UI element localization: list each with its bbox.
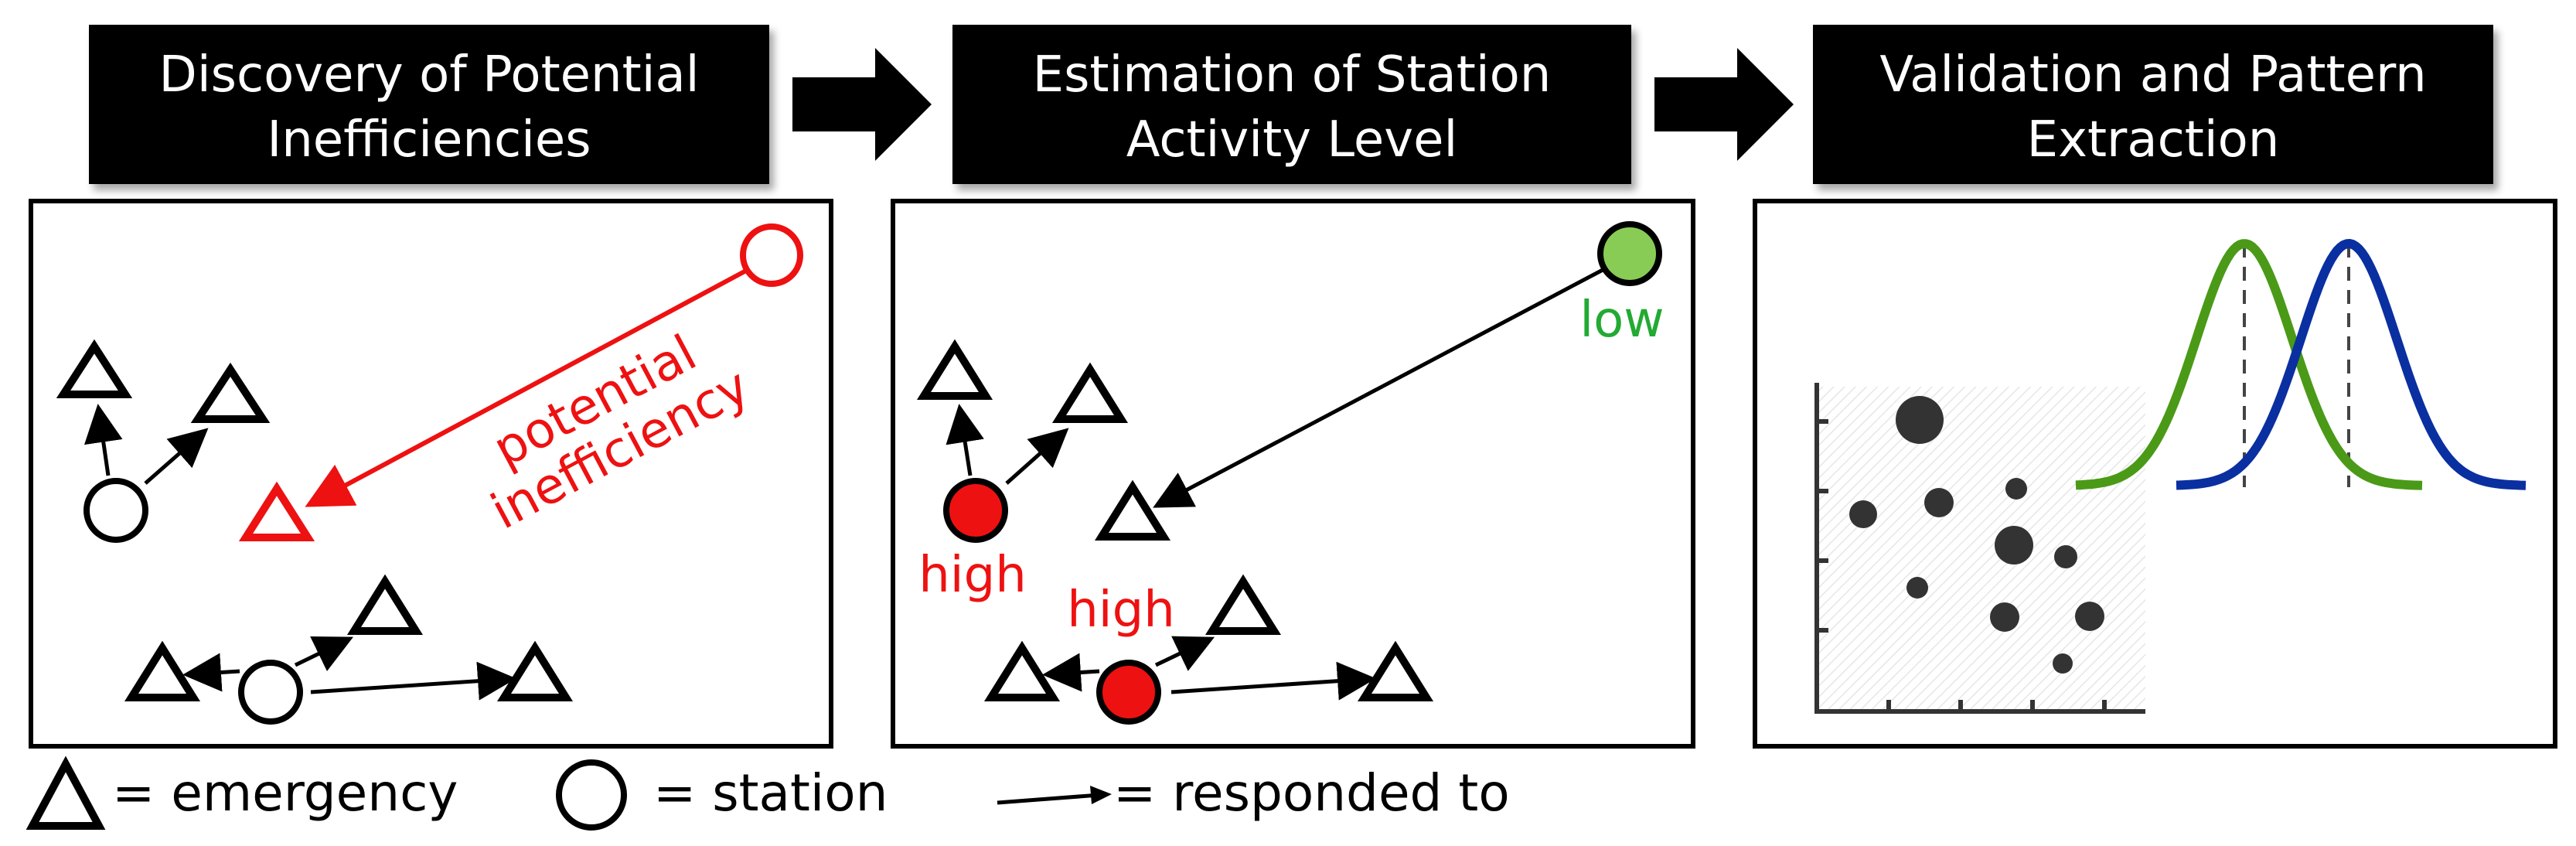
station-icon (1597, 221, 1662, 286)
flow-arrow-icon (1654, 48, 1794, 161)
legend-station-label: = station (653, 763, 888, 823)
emergency-icon (1051, 362, 1129, 423)
emergency-icon (1094, 479, 1171, 541)
station-icon (1096, 660, 1161, 725)
station-icon (83, 478, 148, 543)
activity-label-high: high (918, 547, 1027, 604)
emergency-icon (238, 481, 315, 541)
step-header-validation: Validation and Pattern Extraction (1813, 25, 2493, 184)
flow-arrow-icon (792, 48, 932, 161)
step-header-estimation: Estimation of Station Activity Level (952, 25, 1631, 184)
step-title-line2: Extraction (2027, 111, 2280, 169)
activity-label-high: high (1067, 582, 1175, 639)
step-title-line1: Estimation of Station (1033, 46, 1552, 104)
legend-responded-label: = responded to (1113, 763, 1510, 823)
step-header-discovery: Discovery of Potential Inefficiencies (89, 25, 769, 184)
arrow-icon (997, 786, 1112, 805)
distribution-curves-icon (2074, 239, 2527, 490)
legend: = emergency = station = responded to (26, 756, 1510, 831)
emergency-icon (346, 574, 424, 635)
emergency-icon (124, 640, 201, 701)
legend-emergency-label: = emergency (112, 763, 458, 823)
emergency-icon (983, 640, 1061, 701)
step-title-line2: Inefficiencies (267, 111, 591, 169)
step-title-line2: Activity Level (1126, 111, 1458, 169)
scatter-plot-icon (1814, 383, 2145, 714)
emergency-icon (916, 339, 993, 400)
step-title-line1: Discovery of Potential (159, 46, 700, 104)
emergency-icon (26, 756, 106, 830)
panel-validation (1753, 199, 2557, 749)
station-icon (740, 223, 803, 287)
emergency-icon (496, 640, 574, 701)
station-icon (943, 478, 1008, 543)
emergency-icon (56, 339, 133, 398)
emergency-icon (1205, 574, 1282, 635)
emergency-icon (1357, 640, 1434, 701)
panel-discovery: potential inefficiency (29, 199, 833, 749)
activity-label-low: low (1579, 292, 1664, 349)
station-icon (556, 759, 627, 831)
station-icon (238, 660, 303, 725)
panel-estimation: high low high (891, 199, 1695, 749)
step-title-line1: Validation and Pattern (1879, 46, 2426, 104)
emergency-icon (190, 362, 271, 423)
